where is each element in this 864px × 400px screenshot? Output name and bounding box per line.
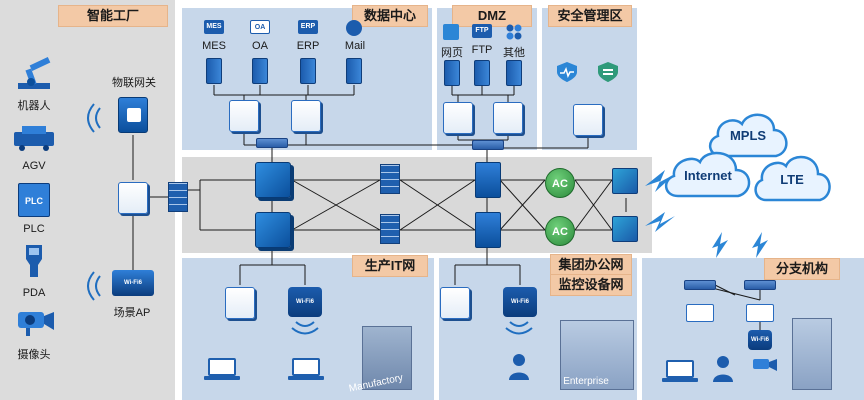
dist-switch-b[interactable]: [475, 212, 501, 248]
factory-access-switch[interactable]: [118, 182, 148, 214]
mes-server[interactable]: [206, 58, 222, 84]
oa-app-icon: OA: [250, 20, 270, 34]
production-laptop-a[interactable]: [204, 358, 240, 380]
pda-label: PDA: [22, 287, 46, 299]
internet-label: Internet: [684, 168, 732, 183]
backbone-firewall-b[interactable]: [380, 214, 400, 244]
agv-label: AGV: [22, 160, 46, 172]
group-office-title: 集团办公网: [550, 254, 632, 276]
branch-user-icon: [712, 354, 734, 382]
edge-router-a[interactable]: [612, 168, 638, 194]
ac-controller-b[interactable]: AC: [545, 216, 575, 246]
backbone-zone: [182, 157, 652, 253]
iot-gateway-label: 物联网关: [112, 77, 156, 89]
branch-router-a[interactable]: [684, 280, 716, 290]
other-server[interactable]: [506, 60, 522, 86]
mes-app-icon: MES: [204, 20, 224, 34]
lte-label: LTE: [780, 172, 804, 187]
plc-icon: PLC: [18, 183, 50, 217]
core-switch-a[interactable]: [255, 162, 291, 198]
agv-icon: [12, 122, 56, 152]
dmz-switch-b[interactable]: [493, 102, 523, 134]
mail-app-icon: [346, 20, 362, 36]
dmz-switch-a[interactable]: [443, 102, 473, 134]
scene-ap-device[interactable]: Wi-Fi6: [112, 270, 154, 296]
web-server[interactable]: [444, 60, 460, 86]
security-shield-icon: [596, 60, 620, 84]
camera-label: 摄像头: [17, 349, 51, 361]
security-zone-title: 安全管理区: [548, 5, 632, 27]
security-switch[interactable]: [573, 104, 603, 136]
production-wifi6-ap[interactable]: Wi-Fi6: [288, 287, 322, 317]
dc-switch-b[interactable]: [291, 100, 321, 132]
ftp-app-icon: FTP: [472, 24, 492, 38]
dc-router[interactable]: [256, 138, 288, 148]
ac-controller-a[interactable]: AC: [545, 168, 575, 198]
branch-title: 分支机构: [764, 258, 840, 280]
erp-server[interactable]: [300, 58, 316, 84]
scene-ap-wifi-text: Wi-Fi6: [124, 280, 142, 286]
plc-label: PLC: [23, 223, 45, 235]
monitoring-title: 监控设备网: [550, 274, 632, 296]
internet-cloud: Internet: [660, 146, 756, 202]
dc-switch-a[interactable]: [229, 100, 259, 132]
manufactory-building: [362, 326, 412, 390]
monitor-shield-icon: [555, 60, 579, 84]
ftp-label: FTP: [471, 44, 493, 56]
oa-server[interactable]: [252, 58, 268, 84]
enterprise-label: Enterprise: [563, 376, 609, 387]
iot-gateway-device[interactable]: [118, 97, 148, 133]
erp-app-icon: ERP: [298, 20, 318, 34]
factory-firewall[interactable]: [168, 182, 188, 212]
production-access-switch[interactable]: [225, 287, 255, 319]
mail-server[interactable]: [346, 58, 362, 84]
dist-switch-a[interactable]: [475, 162, 501, 198]
data-center-title: 数据中心: [352, 5, 428, 27]
lte-cloud: LTE: [750, 150, 834, 206]
production-laptop-b[interactable]: [288, 358, 324, 380]
branch-laptop[interactable]: [662, 360, 698, 382]
other-app-icon: [506, 24, 522, 40]
mes-label: MES: [202, 40, 226, 52]
dmz-router[interactable]: [472, 140, 504, 150]
mpls-cloud: MPLS: [704, 108, 792, 162]
mail-label: Mail: [344, 40, 366, 52]
plc-icon-text: PLC: [25, 196, 43, 206]
branch-building: [792, 318, 832, 390]
office-user-icon: [508, 352, 530, 380]
branch-switch-b[interactable]: [746, 304, 774, 322]
mpls-label: MPLS: [729, 128, 767, 143]
core-switch-b[interactable]: [255, 212, 291, 248]
web-app-icon: [443, 24, 459, 40]
web-label: 网页: [441, 47, 463, 59]
edge-router-b[interactable]: [612, 216, 638, 242]
office-access-switch[interactable]: [440, 287, 470, 319]
erp-label: ERP: [296, 40, 320, 52]
robot-icon: [14, 55, 54, 91]
scene-ap-label: 场景AP: [113, 307, 151, 319]
branch-switch-a[interactable]: [686, 304, 714, 322]
oa-label: OA: [252, 40, 268, 52]
other-label: 其他: [503, 47, 525, 59]
pda-icon: [22, 243, 46, 279]
robot-label: 机器人: [17, 100, 51, 112]
office-wifi6-ap[interactable]: Wi-Fi6: [503, 287, 537, 317]
branch-router-b[interactable]: [744, 280, 776, 290]
ftp-server[interactable]: [474, 60, 490, 86]
dmz-title: DMZ: [452, 5, 532, 27]
branch-camera-icon: [752, 356, 778, 376]
production-it-title: 生产IT网: [352, 255, 428, 277]
branch-wifi6-ap[interactable]: Wi-Fi6: [748, 330, 772, 350]
backbone-firewall-a[interactable]: [380, 164, 400, 194]
enterprise-building: [560, 320, 634, 390]
camera-icon: [16, 306, 56, 338]
smart-factory-title: 智能工厂: [58, 5, 168, 27]
